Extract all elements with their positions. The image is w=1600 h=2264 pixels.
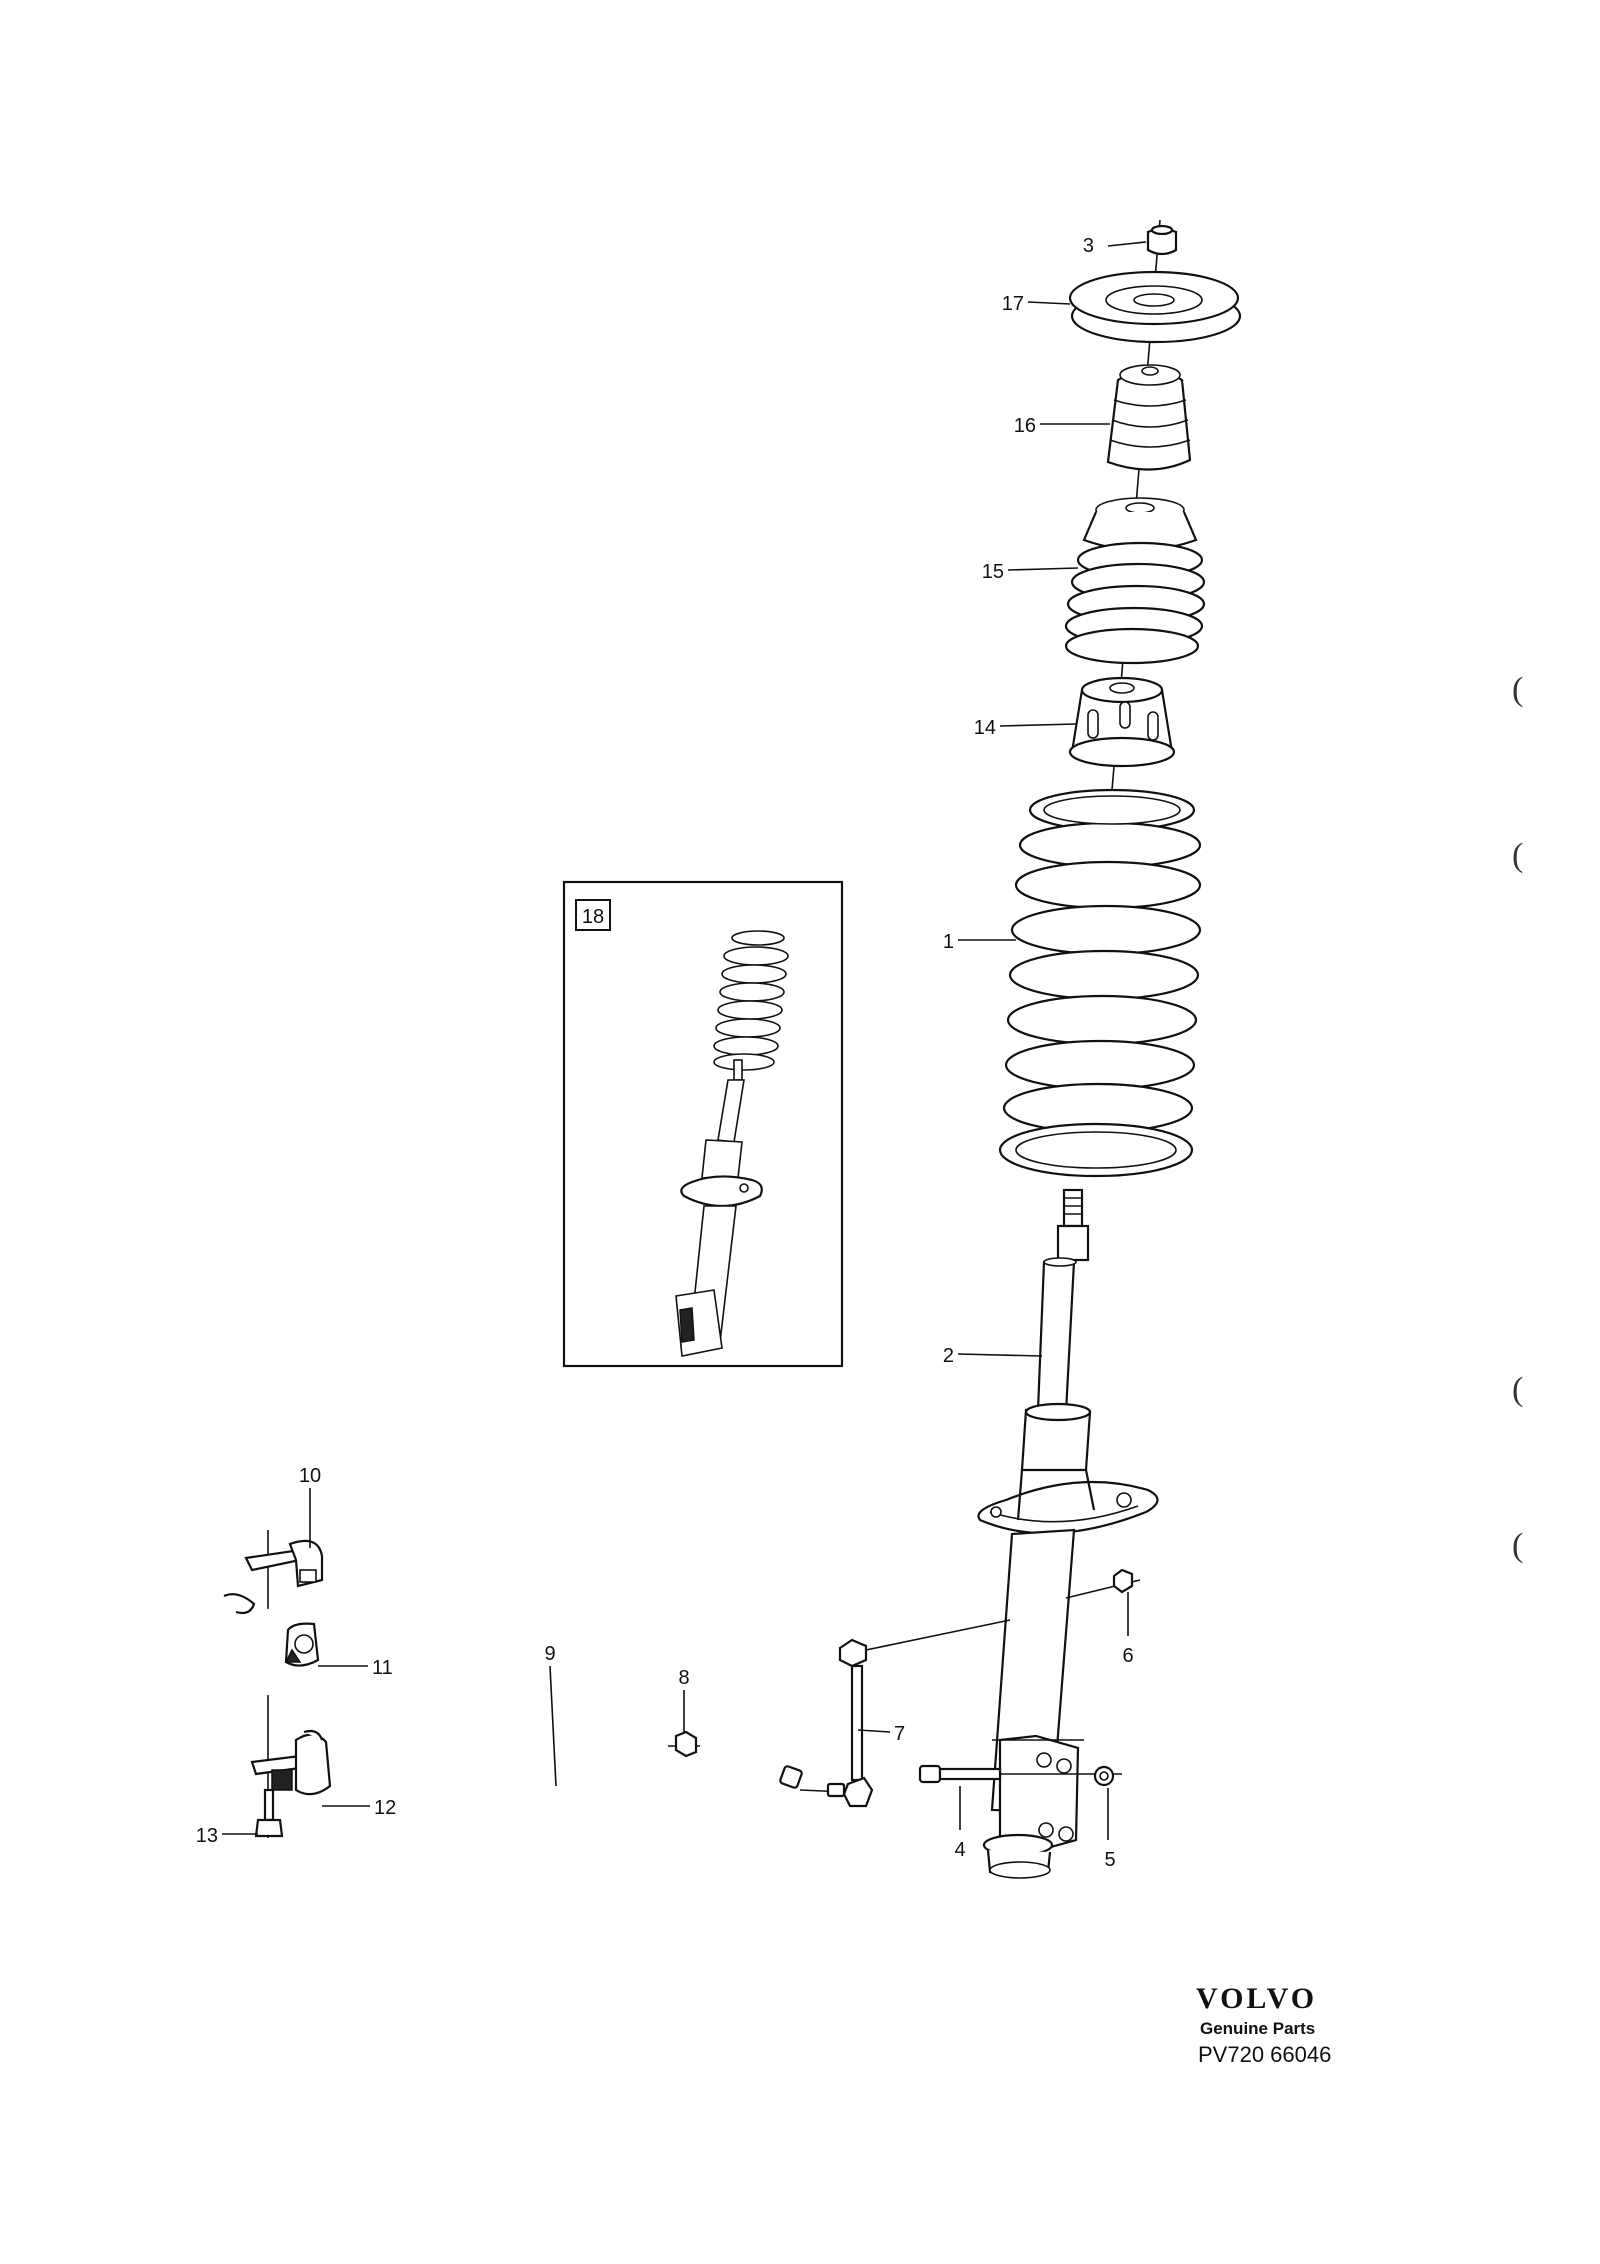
part-top-mount (1068, 270, 1242, 344)
inset-label-18: 18 (582, 906, 604, 928)
callout-10: 10 (299, 1465, 321, 1487)
leader-lines (222, 241, 1147, 1840)
part-spring-seat (1068, 676, 1176, 768)
callout-12: 12 (374, 1797, 396, 1819)
callout-13: 13 (196, 1825, 218, 1847)
callout-16: 16 (1014, 415, 1036, 437)
callout-1: 1 (943, 931, 954, 953)
part-bushing-upper (284, 1622, 320, 1667)
margin-mark: ( (1512, 671, 1523, 708)
margin-mark: ( (1512, 1371, 1523, 1408)
footer-brand-block: VOLVO Genuine Parts PV720 66046 (1196, 1982, 1331, 2067)
inset-strut-icon (675, 1059, 763, 1357)
callout-2: 2 (943, 1345, 954, 1367)
part-bar-nut (668, 1730, 700, 1758)
part-bump-stop (1106, 364, 1192, 471)
part-lower-bracket (250, 1729, 332, 1796)
stabilizer-assembly (218, 1530, 1011, 1838)
callout-17: 17 (1002, 293, 1024, 315)
part-link-rod (799, 1619, 1011, 1808)
callout-15: 15 (982, 561, 1004, 583)
callout-4: 4 (954, 1839, 965, 1861)
strut-assembly (918, 219, 1242, 1879)
brand-subtitle: Genuine Parts (1200, 2019, 1315, 2038)
part-stabilizer-bar (218, 1593, 803, 1804)
margin-mark: ( (1512, 837, 1523, 874)
callout-5: 5 (1104, 1849, 1115, 1871)
inset-complete-strut (562, 880, 844, 1368)
margin-marks: ( ( ( ( (1512, 671, 1523, 1564)
part-coil-spring (998, 788, 1202, 1178)
callout-14: 14 (974, 717, 996, 739)
callout-labels: 3 17 16 15 14 1 2 4 5 6 7 8 9 10 11 12 1… (196, 235, 1134, 1871)
callout-8: 8 (678, 1667, 689, 1689)
callout-3: 3 (1083, 235, 1094, 257)
callout-7: 7 (894, 1723, 905, 1745)
margin-mark: ( (1512, 1527, 1523, 1564)
callout-9: 9 (544, 1643, 555, 1665)
part-dust-boot (1064, 497, 1206, 665)
reference-number: PV720 66046 (1198, 2042, 1331, 2067)
brand-logo: VOLVO (1196, 1982, 1317, 2015)
part-top-nut (1146, 224, 1178, 256)
part-upper-bracket (244, 1539, 324, 1588)
callout-6: 6 (1122, 1645, 1133, 1667)
part-nut-lower (1070, 1765, 1122, 1787)
inset-spring-icon (713, 930, 789, 1071)
part-shock-absorber (977, 1188, 1159, 1879)
part-nut-upper (1065, 1568, 1141, 1599)
callout-11: 11 (372, 1657, 393, 1679)
part-bolt (918, 1764, 1070, 1784)
part-bracket-bolt (254, 1788, 284, 1838)
